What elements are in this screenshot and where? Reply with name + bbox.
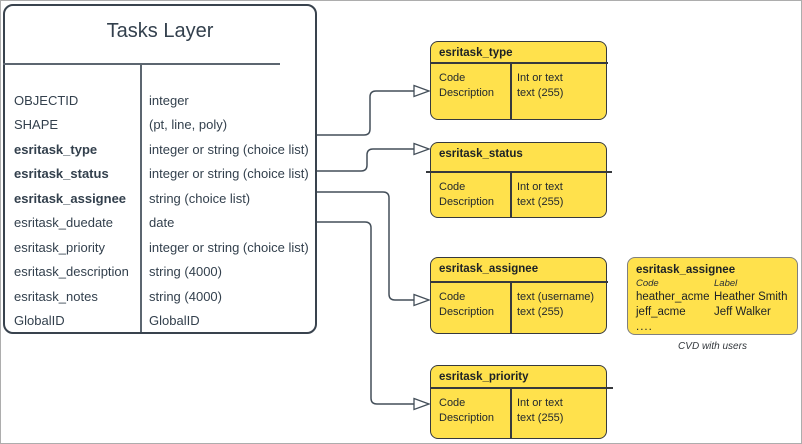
cvd-col-header-code: Code <box>636 278 659 289</box>
domain-cell: Code <box>439 181 466 193</box>
domain-cell: text (255) <box>517 87 564 99</box>
table-row: esritask_status integer or string (choice… <box>5 162 315 187</box>
field-name: esritask_duedate <box>14 215 114 231</box>
cvd-box-esritask-assignee: esritask_assignee Code Label heather_acm… <box>627 257 798 335</box>
domain-cell: Description <box>439 306 495 318</box>
connector-esritask-priority <box>317 221 414 405</box>
table-row: GlobalID GlobalID <box>5 309 315 334</box>
field-name: esritask_priority <box>14 239 106 255</box>
table-row: esritask_duedate date <box>5 211 315 236</box>
cvd-code: heather_acme <box>636 291 710 303</box>
table-header-divider <box>3 63 280 65</box>
domain-right-column: Int or text text (255) <box>517 180 563 210</box>
domain-cell: text (255) <box>517 412 564 424</box>
domain-cell: Code <box>439 291 466 303</box>
table-row: esritask_priority integer or string (choi… <box>5 235 315 260</box>
field-type: string (choice list) <box>149 190 251 206</box>
domain-right-column: text (username) text (255) <box>517 290 594 320</box>
table-row: OBJECTID integer <box>5 88 315 113</box>
table-row: SHAPE (pt, line, poly) <box>5 113 315 138</box>
domain-cell: Description <box>439 196 495 208</box>
domain-cell: Int or text <box>517 72 563 84</box>
domain-column-divider <box>510 388 512 438</box>
domain-column-divider <box>510 172 512 217</box>
domain-title-divider <box>429 62 608 64</box>
connector-esritask-type <box>317 90 414 136</box>
domain-title-divider <box>429 387 613 389</box>
domain-box-title: esritask_priority <box>439 371 529 383</box>
domain-box-title: esritask_assignee <box>439 263 539 275</box>
field-name: esritask_status <box>14 166 109 182</box>
field-name: esritask_notes <box>14 288 98 304</box>
cvd-label: Heather Smith <box>714 291 788 303</box>
cvd-ellipsis: .... <box>636 321 653 333</box>
connector-esritask-status <box>317 148 414 172</box>
field-name: esritask_type <box>14 141 98 157</box>
field-type: string (4000) <box>149 288 222 304</box>
arrowhead-esritask-type <box>413 84 431 98</box>
field-type: integer or string (choice list) <box>149 239 309 255</box>
table-column-divider <box>140 64 142 332</box>
table-row: esritask_assignee string (choice list) <box>5 186 315 211</box>
domain-box-title: esritask_type <box>439 47 513 59</box>
field-name: GlobalID <box>14 313 65 329</box>
domain-cell: text (255) <box>517 196 564 208</box>
domain-cell: Description <box>439 87 495 99</box>
cvd-col-header-label: Label <box>714 278 738 289</box>
cvd-rows: heather_acme Heather Smith jeff_acme Jeff W… <box>636 290 797 320</box>
domain-cell: Int or text <box>517 397 563 409</box>
field-type: integer <box>149 92 189 108</box>
domain-box-title: esritask_status <box>439 148 523 160</box>
domain-column-divider <box>510 282 512 333</box>
domain-right-column: Int or text text (255) <box>517 71 563 101</box>
cvd-grid: Code Label <box>636 277 797 290</box>
domain-cell: Code <box>439 72 466 84</box>
field-type: GlobalID <box>149 313 200 329</box>
arrowhead-esritask-priority <box>413 397 431 411</box>
field-name: OBJECTID <box>14 92 79 108</box>
field-type: integer or string (choice list) <box>149 166 309 182</box>
field-name: esritask_description <box>14 264 129 280</box>
domain-title-divider <box>425 171 612 173</box>
domain-column-divider <box>510 63 512 119</box>
table-title: Tasks Layer <box>106 20 214 42</box>
field-name: esritask_assignee <box>14 190 127 206</box>
field-type: string (4000) <box>149 264 222 280</box>
cvd-caption: CVD with users <box>678 341 747 352</box>
domain-cell: Int or text <box>517 181 563 193</box>
domain-cell: Description <box>439 412 495 424</box>
cvd-label: Jeff Walker <box>714 306 771 318</box>
cvd-box-title: esritask_assignee <box>636 264 736 276</box>
domain-title-divider <box>429 281 608 283</box>
table-row: esritask_description string (4000) <box>5 260 315 285</box>
domain-cell: text (username) <box>517 291 595 303</box>
table-row: esritask_type integer or string (choice l… <box>5 137 315 162</box>
table-row: esritask_notes string (4000) <box>5 284 315 309</box>
field-type: date <box>149 215 175 231</box>
arrowhead-esritask-assignee <box>413 293 431 307</box>
domain-right-column: Int or text text (255) <box>517 396 563 426</box>
connector-esritask-assignee <box>317 191 414 301</box>
domain-cell: text (255) <box>517 306 564 318</box>
cvd-code: jeff_acme <box>636 306 686 318</box>
arrowhead-esritask-status <box>413 142 431 156</box>
domain-cell: Code <box>439 397 466 409</box>
field-type: integer or string (choice list) <box>149 141 309 157</box>
field-type: (pt, line, poly) <box>149 117 228 133</box>
field-name: SHAPE <box>14 117 59 133</box>
